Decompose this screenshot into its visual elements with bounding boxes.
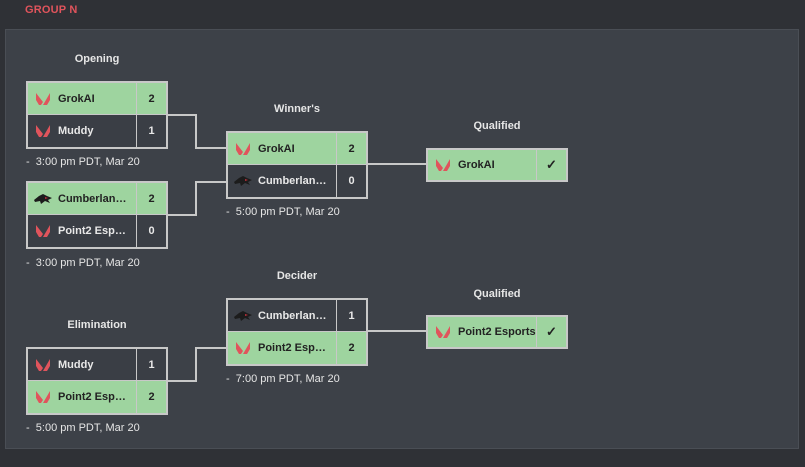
qualified-team-bottom[interactable]: Point2 Esports ✓ — [426, 315, 568, 349]
time-text: 3:00 pm PDT, Mar 20 — [35, 156, 140, 168]
time-text: 7:00 pm PDT, Mar 20 — [235, 373, 340, 385]
team-score: 1 — [336, 300, 366, 331]
round-label-qualified-bottom: Qualified — [473, 288, 521, 300]
match-row-team2[interactable]: Muddy 1 — [28, 115, 166, 147]
valorant-logo-icon — [428, 159, 458, 171]
valorant-logo-icon — [228, 142, 258, 155]
match-row-team2[interactable]: Point2 Esports 2 — [28, 381, 166, 413]
valorant-logo-icon — [28, 92, 58, 105]
match-row-team1[interactable]: Cumberland ... 1 — [228, 300, 366, 332]
team-name: Cumberland ... — [258, 309, 335, 322]
team-score: 2 — [336, 332, 366, 364]
time-text: 3:00 pm PDT, Mar 20 — [35, 257, 140, 269]
match-row-team1[interactable]: GrokAI 2 — [228, 133, 366, 165]
time-prefix: - — [26, 156, 30, 168]
team-name: GrokAI — [58, 92, 95, 105]
qualified-team-top[interactable]: GrokAI ✓ — [426, 148, 568, 182]
team-name: GrokAI — [258, 142, 295, 155]
team-name: Point2 Esports — [458, 326, 536, 338]
match-opening-1[interactable]: GrokAI 2 Muddy 1 — [26, 81, 168, 149]
time-text: 5:00 pm PDT, Mar 20 — [35, 422, 140, 434]
round-label-winners: Winner's — [274, 103, 320, 115]
valorant-logo-icon — [28, 125, 58, 137]
team-score: 1 — [136, 349, 166, 380]
valorant-logo-icon — [28, 225, 58, 237]
match-row-team1[interactable]: Cumberland ... 2 — [28, 183, 166, 215]
match-time-opening-1: - 3:00 pm PDT, Mar 20 — [26, 156, 140, 168]
match-time-opening-2: - 3:00 pm PDT, Mar 20 — [26, 257, 140, 269]
match-time-winners: - 5:00 pm PDT, Mar 20 — [226, 206, 340, 218]
team-name: GrokAI — [458, 159, 495, 171]
round-label-opening: Opening — [74, 53, 120, 65]
team-score: 2 — [136, 83, 166, 114]
match-elimination[interactable]: Muddy 1 Point2 Esports 2 — [26, 347, 168, 415]
team-score: 1 — [136, 115, 166, 147]
team-name: Point2 Esports — [258, 342, 336, 354]
team-name: Cumberland ... — [258, 175, 335, 187]
match-winners[interactable]: GrokAI 2 Cumberland ... 0 — [226, 131, 368, 199]
time-prefix: - — [26, 422, 30, 434]
team-name: Point2 Esports — [58, 225, 136, 237]
team-score: 0 — [336, 165, 366, 197]
team-name: Cumberland ... — [58, 192, 135, 205]
valorant-logo-icon — [428, 326, 458, 338]
team-score: 2 — [336, 133, 366, 164]
valorant-logo-icon — [228, 342, 258, 354]
team-name: Muddy — [58, 125, 94, 137]
time-text: 5:00 pm PDT, Mar 20 — [235, 206, 340, 218]
group-title: GROUP N — [25, 4, 78, 16]
team-name: Point2 Esports — [58, 391, 136, 403]
match-opening-2[interactable]: Cumberland ... 2 Point2 Esports 0 — [26, 181, 168, 249]
cumberland-logo-icon — [28, 193, 58, 205]
match-row-team1[interactable]: Muddy 1 — [28, 349, 166, 381]
time-prefix: - — [26, 257, 30, 269]
round-label-decider: Decider — [276, 270, 318, 282]
match-time-elimination: - 5:00 pm PDT, Mar 20 — [26, 422, 140, 434]
checkmark-icon: ✓ — [536, 150, 566, 180]
match-row-team2[interactable]: Cumberland ... 0 — [228, 165, 366, 197]
match-time-decider: - 7:00 pm PDT, Mar 20 — [226, 373, 340, 385]
round-label-qualified-top: Qualified — [473, 120, 521, 132]
match-row-team2[interactable]: Point2 Esports 0 — [28, 215, 166, 247]
time-prefix: - — [226, 206, 230, 218]
team-score: 0 — [136, 215, 166, 247]
valorant-logo-icon — [28, 391, 58, 403]
team-score: 2 — [136, 381, 166, 413]
valorant-logo-icon — [28, 358, 58, 371]
cumberland-logo-icon — [228, 310, 258, 322]
cumberland-logo-icon — [228, 175, 258, 187]
time-prefix: - — [226, 373, 230, 385]
match-decider[interactable]: Cumberland ... 1 Point2 Esports 2 — [226, 298, 368, 366]
match-row-team2[interactable]: Point2 Esports 2 — [228, 332, 366, 364]
checkmark-icon: ✓ — [536, 317, 566, 347]
team-name: Muddy — [58, 358, 94, 371]
team-score: 2 — [136, 183, 166, 214]
round-label-elimination: Elimination — [67, 319, 127, 331]
match-row-team1[interactable]: GrokAI 2 — [28, 83, 166, 115]
